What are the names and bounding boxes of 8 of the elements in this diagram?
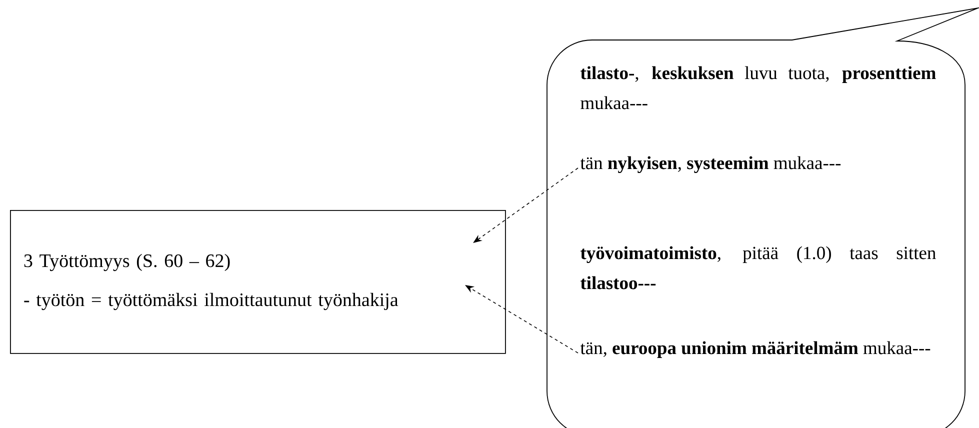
text-box <box>10 210 506 354</box>
speech-text: tän, euroopa unionim määritelmäm mukaa--- <box>580 341 930 358</box>
heading: 3 Työttömyys (S. 60 – 62) <box>24 254 230 272</box>
speech-text: tän nykyisen, systeemim mukaa--- <box>580 156 841 174</box>
speech-text: tilasto-, keskuksen luvu tuota, prosenttiem mukaa--- <box>580 66 936 110</box>
speech-bubble <box>546 8 978 428</box>
speech-text: työvoimatoimisto, pitää (1.0) taas sitten tilastoo--- <box>580 246 936 290</box>
definition-text: - työtön = työttömäksi ilmoittautunut työnhakija <box>24 292 398 310</box>
